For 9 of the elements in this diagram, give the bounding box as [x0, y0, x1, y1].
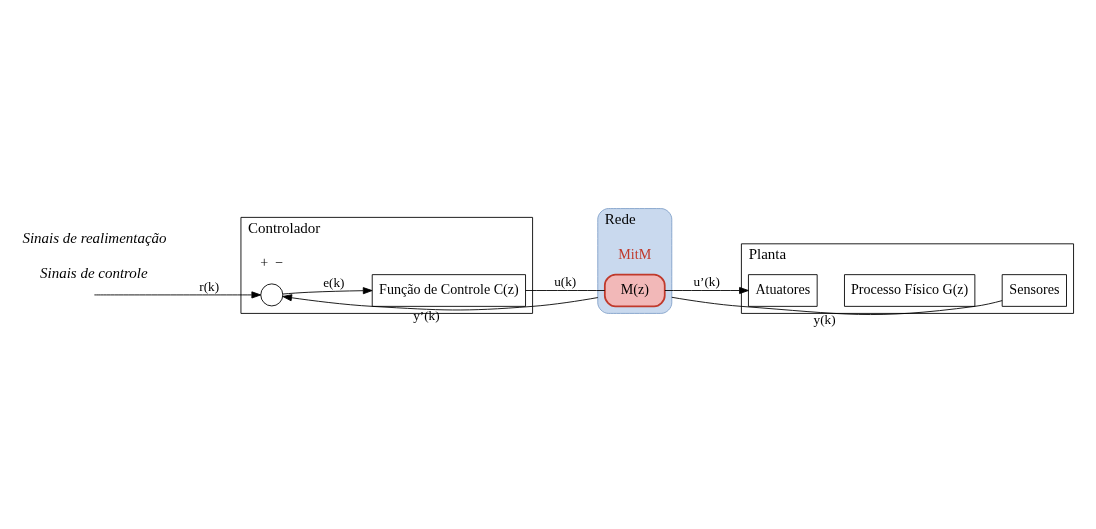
- node-label: MitM: [618, 245, 652, 262]
- node-label: + −: [260, 253, 284, 270]
- edge-label: u’(k): [693, 273, 720, 289]
- edge-label: y(k): [813, 311, 836, 327]
- label: Sinais de controle: [40, 264, 148, 281]
- label: Sinais de realimentação: [22, 229, 167, 246]
- edge-label: e(k): [323, 274, 345, 290]
- edge-label: u(k): [554, 273, 577, 289]
- edge-label: r(k): [199, 278, 220, 294]
